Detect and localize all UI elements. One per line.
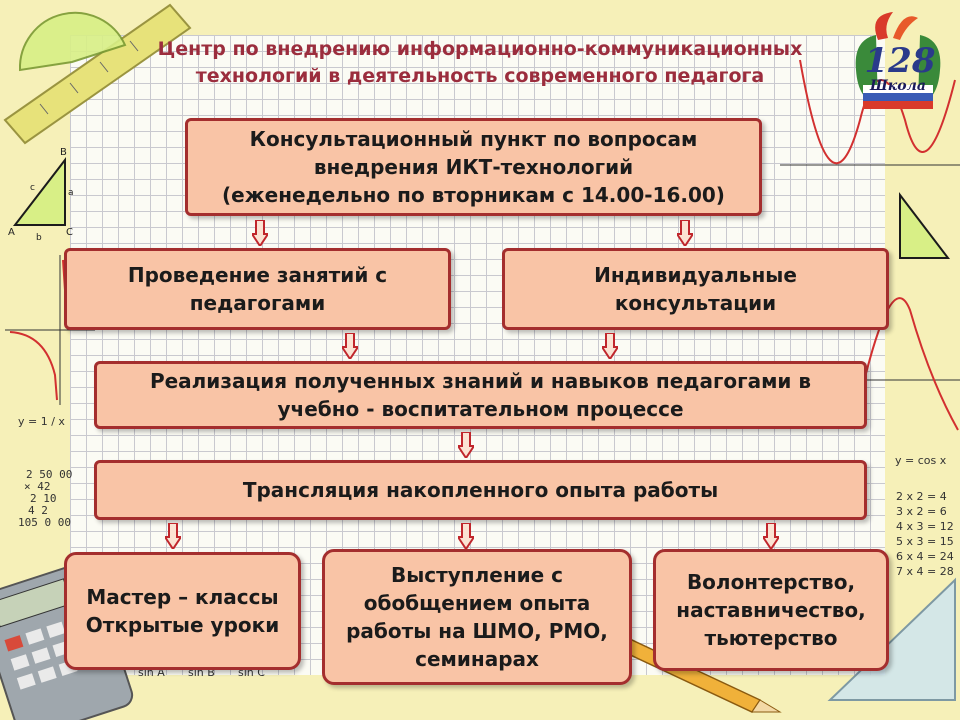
page-title: Центр по внедрению информационно-коммуни… <box>120 36 840 90</box>
experience-translation-box: Трансляция накопленного опыта работы <box>94 460 867 520</box>
down-arrow-icon <box>458 432 474 458</box>
consultation-point-box: Консультационный пункт по вопросам внедр… <box>185 118 762 216</box>
speech-experience-box: Выступление с обобщением опыта работы на… <box>322 549 632 685</box>
tri-side-a: a <box>68 188 74 198</box>
master-classes-box: Мастер – классы Открытые уроки <box>64 552 301 670</box>
multiplication-table: 2 x 2 = 4 3 x 2 = 6 4 x 3 = 12 5 x 3 = 1… <box>896 490 954 578</box>
svg-text:5 x 3 = 15: 5 x 3 = 15 <box>896 535 954 548</box>
volunteer-line-3: тьютерство <box>704 626 838 650</box>
title-line-1: Центр по внедрению информационно-коммуни… <box>157 38 803 60</box>
triangle-diagram-right <box>899 192 951 259</box>
down-arrow-icon <box>165 523 181 549</box>
down-arrow-icon <box>763 523 779 549</box>
tri-label-a: A <box>8 227 15 238</box>
tri-label-c: C <box>66 227 73 238</box>
tri-side-c: c <box>30 183 35 193</box>
implementation-box: Реализация полученных знаний и навыков п… <box>94 361 867 429</box>
speech-line-2: обобщением опыта <box>363 591 591 615</box>
individual-consultations-box: Индивидуальные консультации <box>502 248 889 330</box>
volunteer-line-2: наставничество, <box>676 598 866 622</box>
down-arrow-icon <box>458 523 474 549</box>
column-multiplication: 2 50 00 × 42 2 10 4 2 105 0 00 <box>18 468 72 529</box>
svg-text:7 x 4 = 28: 7 x 4 = 28 <box>896 565 954 578</box>
svg-text:2 10: 2 10 <box>30 492 57 505</box>
consultation-line-3: (еженедельно по вторникам с 14.00-16.00) <box>222 183 725 207</box>
tri-side-b: b <box>36 233 42 243</box>
down-arrow-icon <box>677 220 693 246</box>
school-128-logo: 128 Школа <box>855 12 941 109</box>
lessons-line-1: Проведение занятий с <box>127 263 388 287</box>
speech-line-3: работы на ШМО, РМО, <box>346 619 608 643</box>
sine-plot-top <box>780 59 960 166</box>
protractor-icon <box>18 11 127 72</box>
badge-word: Школа <box>869 78 926 94</box>
svg-text:2 50 00: 2 50 00 <box>26 468 72 481</box>
cosine-plot: y = cos x <box>850 297 960 467</box>
volunteering-box: Волонтерство, наставничество, тьютерство <box>653 549 889 671</box>
svg-text:3 x 2 = 6: 3 x 2 = 6 <box>896 505 947 518</box>
down-arrow-icon <box>252 220 268 246</box>
implementation-line-2: учебно - воспитательном процессе <box>277 397 684 421</box>
speech-line-4: семинарах <box>415 647 539 671</box>
svg-text:4 2: 4 2 <box>28 504 48 517</box>
triangle-diagram-left: B A C a b c <box>8 147 74 243</box>
title-line-2: технологий в деятельность современного п… <box>195 65 765 87</box>
down-arrow-icon <box>602 333 618 359</box>
down-arrow-icon <box>342 333 358 359</box>
svg-text:6 x 4 = 24: 6 x 4 = 24 <box>896 550 954 563</box>
svg-text:105 0 00: 105 0 00 <box>18 516 71 529</box>
lessons-with-teachers-box: Проведение занятий с педагогами <box>64 248 451 330</box>
badge-number: 128 <box>865 41 936 81</box>
svg-text:2 x 2 = 4: 2 x 2 = 4 <box>896 490 947 503</box>
consultation-line-1: Консультационный пункт по вопросам <box>249 127 698 151</box>
implementation-line-1: Реализация полученных знаний и навыков п… <box>149 369 812 393</box>
translation-line-1: Трансляция накопленного опыта работы <box>242 478 719 502</box>
svg-text:4 x 3 = 12: 4 x 3 = 12 <box>896 520 954 533</box>
hyperbola-formula: y = 1 / x <box>18 415 65 428</box>
individual-line-2: консультации <box>614 291 777 315</box>
cosine-formula: y = cos x <box>895 454 947 467</box>
consultation-line-2: внедрения ИКТ-технологий <box>313 155 634 179</box>
master-line-2: Открытые уроки <box>85 613 280 637</box>
speech-line-1: Выступление с <box>390 563 564 587</box>
individual-line-1: Индивидуальные <box>594 263 797 287</box>
tri-label-b: B <box>60 147 67 158</box>
volunteer-line-1: Волонтерство, <box>686 570 856 594</box>
svg-text:× 42: × 42 <box>24 480 51 493</box>
lessons-line-2: педагогами <box>189 291 326 315</box>
master-line-1: Мастер – классы <box>86 585 279 609</box>
